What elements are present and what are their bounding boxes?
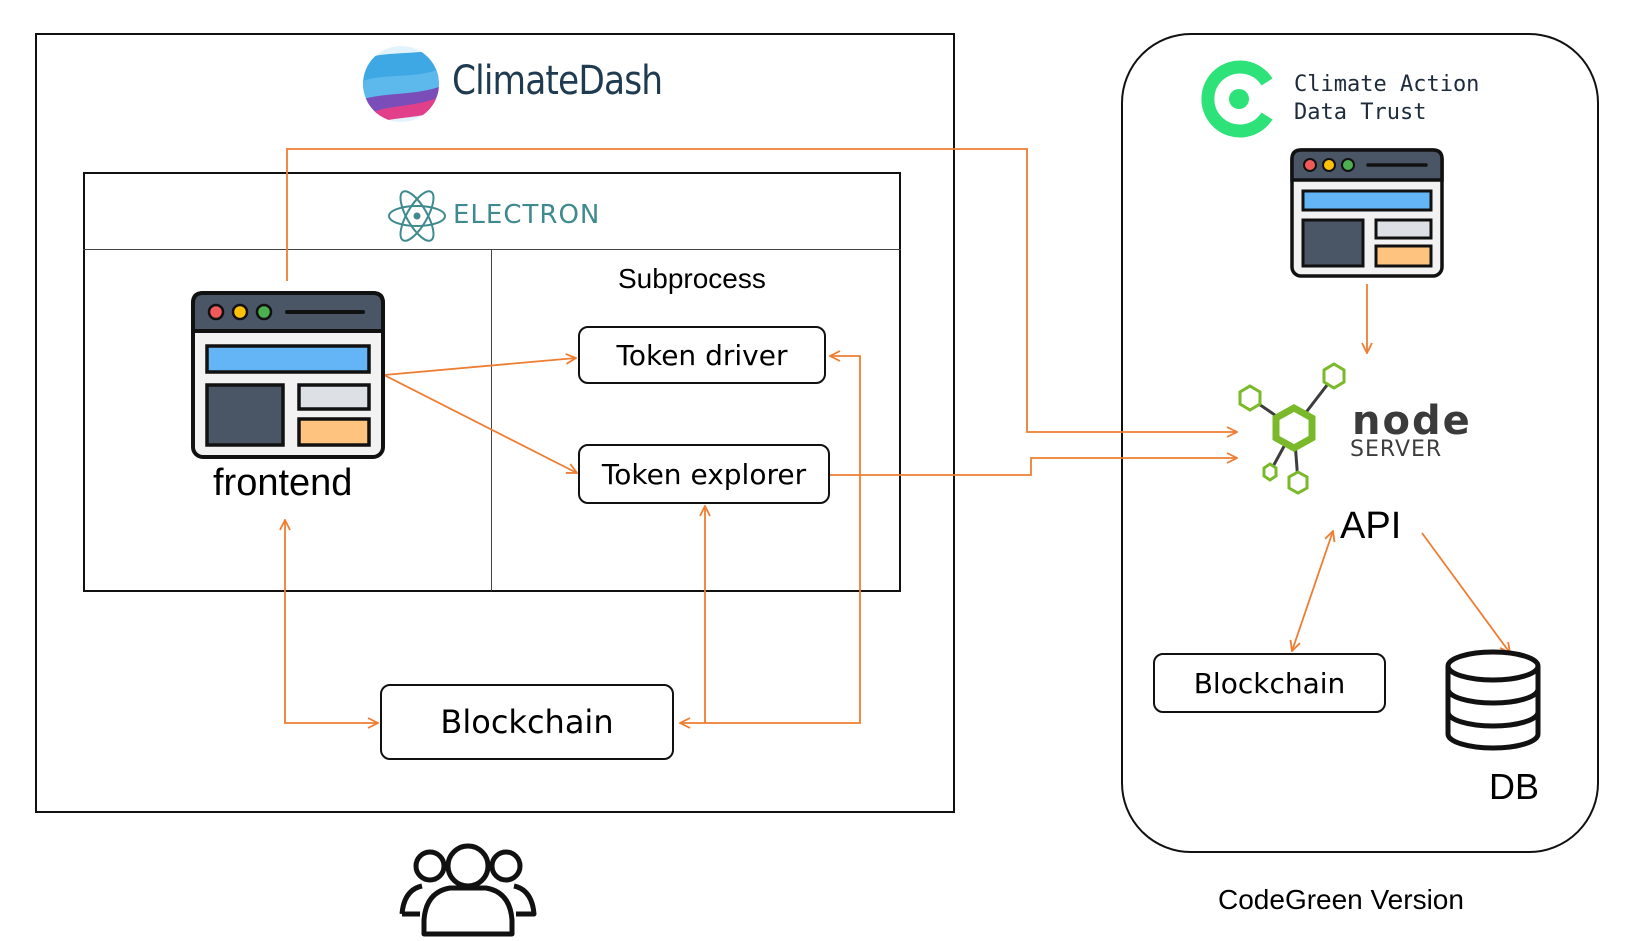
codegreen-version-label: CodeGreen Version	[1218, 884, 1464, 915]
blockchain-box-left: Blockchain	[380, 684, 674, 760]
frontend-label: frontend	[213, 462, 353, 504]
cadt-title-line1: Climate Action	[1294, 72, 1480, 97]
api-label: API	[1340, 505, 1402, 547]
browser-window-icon	[191, 291, 385, 459]
token-explorer-box: Token explorer	[578, 444, 830, 504]
token-explorer-label: Token explorer	[601, 457, 807, 491]
subprocess-label: Subprocess	[618, 263, 766, 294]
blockchain-box-right: Blockchain	[1153, 653, 1386, 713]
climatedash-logo-icon	[363, 46, 439, 122]
node-wordmark: node	[1352, 398, 1472, 444]
electron-label: ELECTRON	[453, 200, 601, 230]
codegreen-container	[1121, 33, 1599, 853]
token-driver-label: Token driver	[616, 338, 788, 372]
node-server-label: SERVER	[1350, 437, 1443, 462]
electron-header-divider	[83, 249, 901, 250]
cadt-title-line2: Data Trust	[1294, 100, 1427, 125]
browser-window-icon	[1290, 148, 1444, 278]
token-driver-box: Token driver	[578, 326, 826, 384]
cadt-logo-icon	[1201, 60, 1273, 138]
db-label: DB	[1489, 766, 1540, 807]
electron-logo-icon	[388, 190, 446, 242]
users-group-icon	[399, 843, 537, 937]
database-icon	[1445, 649, 1541, 751]
electron-process-divider	[491, 250, 492, 591]
climatedash-title: ClimateDash	[452, 58, 663, 104]
node-server-icon	[1238, 362, 1346, 495]
blockchain-left-label: Blockchain	[440, 703, 614, 741]
blockchain-right-label: Blockchain	[1193, 666, 1346, 700]
